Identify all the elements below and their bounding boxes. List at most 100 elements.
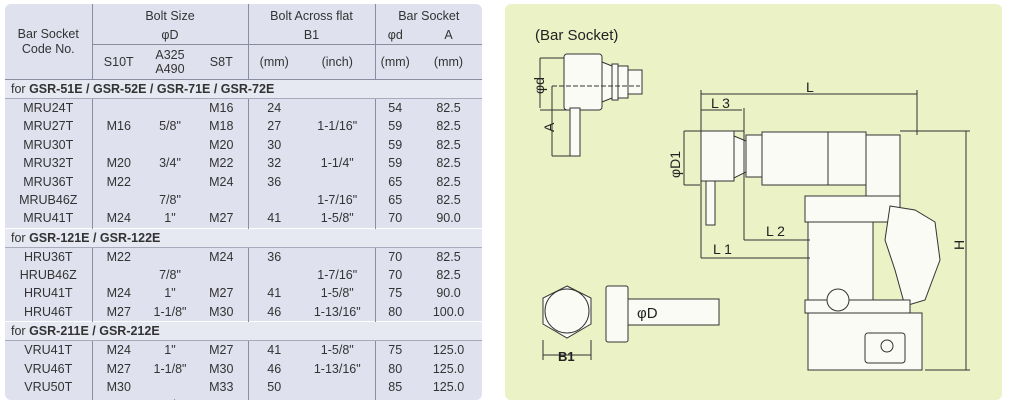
cell-s10t bbox=[91, 396, 145, 400]
cell-code: MRU30T bbox=[23, 137, 74, 152]
cell-socket-a: 125.0 bbox=[432, 361, 465, 376]
cell-code: VRU41T bbox=[24, 343, 73, 358]
cell-socket-a: 82.5 bbox=[436, 137, 461, 152]
cell-s10t: M16 bbox=[91, 117, 145, 136]
cell-flat-mm bbox=[247, 265, 300, 285]
cell-socket-d: 75 bbox=[374, 284, 415, 303]
cell-code: MRUB46Z bbox=[19, 192, 78, 207]
cell-socket-a: 82.5 bbox=[436, 268, 461, 283]
cell-flat-inch: 1-1/4" bbox=[320, 156, 354, 171]
label-L: L bbox=[806, 79, 814, 95]
cell-code: MRU32T bbox=[23, 156, 74, 171]
dimension-diagram-panel: (Bar Socket) φd A L L 3 φD1 L 2 L 1 H φD… bbox=[505, 4, 1002, 400]
cell-flat-mm: 36 bbox=[247, 247, 300, 266]
header-across-flat-symbol: B1 bbox=[247, 25, 375, 45]
cell-s8t: M30 bbox=[209, 361, 234, 376]
cell-flat-inch: 1-1/16" bbox=[317, 119, 358, 134]
cell-s10t bbox=[91, 98, 145, 118]
cell-a325: 1-1/4" bbox=[145, 396, 195, 400]
header-code-line1: Bar Socket bbox=[17, 27, 79, 42]
cell-s8t: M33 bbox=[209, 380, 234, 395]
section-prefix: for bbox=[11, 230, 30, 245]
header-inch: (inch) bbox=[300, 44, 375, 80]
section-label: for GSR-121E / GSR-122E bbox=[5, 227, 482, 248]
cell-socket-d: 85 bbox=[374, 396, 415, 400]
cell-a325: 7/8" bbox=[159, 268, 181, 283]
cell-code: MRU36T bbox=[23, 174, 74, 189]
cell-socket-d: 85 bbox=[374, 377, 415, 397]
cell-s10t: M30 bbox=[91, 377, 145, 397]
label-phi-D1: φD1 bbox=[667, 151, 683, 178]
spec-table: Bar Socket Code No. Bolt Size Bolt Acros… bbox=[5, 4, 482, 400]
cell-s8t: M20 bbox=[209, 137, 234, 152]
cell-a325 bbox=[145, 172, 195, 190]
header-socket-d: φd bbox=[374, 25, 415, 45]
cell-socket-d: 80 bbox=[374, 359, 415, 378]
header-mm: (mm) bbox=[247, 44, 300, 80]
header-bar-socket: Bar Socket bbox=[374, 4, 482, 26]
cell-s8t: M27 bbox=[209, 343, 234, 358]
cell-socket-d: 54 bbox=[374, 98, 415, 118]
cell-s8t bbox=[195, 396, 248, 400]
section-models: GSR-211E / GSR-212E bbox=[29, 324, 160, 339]
label-L3: L 3 bbox=[711, 95, 730, 111]
bar-socket-drawing bbox=[539, 53, 643, 157]
cell-s8t: M22 bbox=[209, 156, 234, 171]
spec-table-panel: Bar Socket Code No. Bolt Size Bolt Acros… bbox=[5, 4, 482, 400]
cell-a325 bbox=[145, 247, 195, 266]
cell-code: VRU50T bbox=[24, 380, 73, 395]
header-bolt-size: Bolt Size bbox=[91, 4, 248, 26]
cell-socket-a: 82.5 bbox=[436, 156, 461, 171]
cell-socket-d: 59 bbox=[374, 117, 415, 136]
cell-code: HRUB46Z bbox=[19, 268, 77, 283]
cell-flat-mm: 41 bbox=[247, 209, 300, 229]
cell-s10t: M27 bbox=[91, 302, 145, 322]
cell-flat-mm bbox=[247, 190, 300, 210]
cell-a325 bbox=[145, 136, 195, 154]
cell-code: MRU41T bbox=[23, 211, 74, 226]
cell-a325: 5/8" bbox=[159, 119, 181, 134]
cell-s8t: M18 bbox=[209, 119, 234, 134]
cell-flat-mm: 41 bbox=[247, 284, 300, 303]
cell-socket-a: 125.0 bbox=[415, 396, 482, 400]
dimension-diagram: (Bar Socket) φd A L L 3 φD1 L 2 L 1 H φD… bbox=[531, 27, 970, 371]
label-A: A bbox=[541, 122, 557, 132]
cell-flat-inch: 2" bbox=[300, 396, 375, 400]
cell-socket-a: 90.0 bbox=[436, 286, 461, 301]
header-code-line2: Code No. bbox=[21, 42, 75, 57]
header-d-mm: (mm) bbox=[374, 44, 415, 80]
bolt-drawing bbox=[542, 285, 720, 360]
cell-a325: 1" bbox=[164, 286, 176, 301]
tool-dimension-lines bbox=[683, 90, 970, 371]
label-phi-d: φd bbox=[531, 77, 547, 94]
cell-flat-inch: 1-13/16" bbox=[313, 361, 361, 376]
cell-a325: 1" bbox=[164, 211, 176, 226]
section-prefix: for bbox=[11, 324, 30, 339]
cell-flat-mm: 24 bbox=[247, 98, 300, 118]
cell-s8t bbox=[195, 191, 248, 209]
section-row: for GSR-51E / GSR-52E / GSR-71E / GSR-72… bbox=[5, 78, 482, 99]
cell-s10t: M22 bbox=[91, 172, 145, 191]
cell-s8t: M27 bbox=[209, 211, 234, 226]
cell-flat-inch bbox=[300, 98, 375, 117]
cell-flat-mm: 36 bbox=[247, 172, 300, 191]
cell-socket-a: 82.5 bbox=[436, 174, 461, 189]
cell-code: HRU41T bbox=[23, 286, 73, 301]
header-across-flat: Bolt Across flat bbox=[247, 4, 375, 26]
cell-socket-d: 65 bbox=[374, 190, 415, 210]
cell-flat-inch bbox=[300, 378, 375, 396]
cell-s8t: M27 bbox=[209, 286, 234, 301]
section-models: GSR-121E / GSR-122E bbox=[29, 230, 161, 245]
header-s8t: S8T bbox=[195, 44, 248, 80]
cell-a325: 3/4" bbox=[159, 156, 181, 171]
cell-flat-inch: 1-5/8" bbox=[320, 286, 354, 301]
bar-socket-title: (Bar Socket) bbox=[535, 27, 618, 44]
